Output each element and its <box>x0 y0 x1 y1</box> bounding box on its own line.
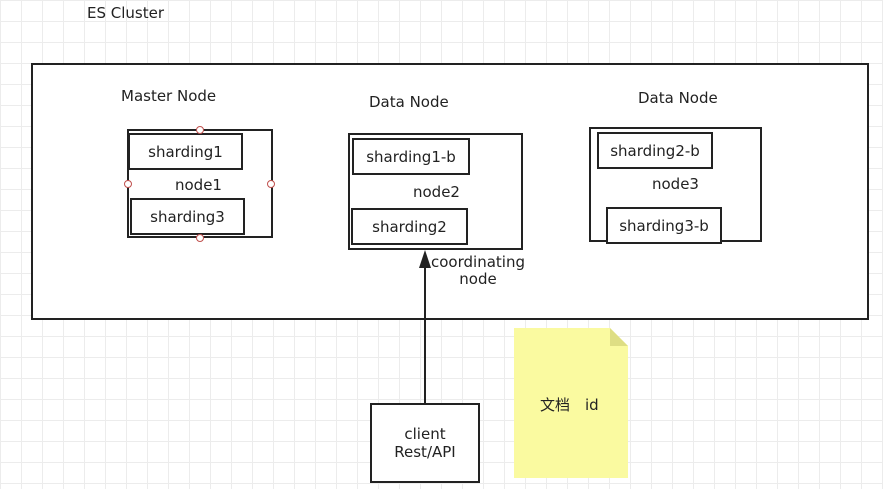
node1-shard-sharding1[interactable]: sharding1 <box>128 133 243 170</box>
note-body <box>514 328 628 478</box>
client-line2: Rest/API <box>394 443 456 461</box>
node2-shard-sharding2[interactable]: sharding2 <box>351 208 468 245</box>
selection-handle[interactable] <box>267 180 275 188</box>
data-node-label-3: Data Node <box>638 89 718 107</box>
node3-shard-sharding3-b[interactable]: sharding3-b <box>606 207 722 244</box>
node3-name: node3 <box>652 175 699 193</box>
node1-shard-sharding3[interactable]: sharding3 <box>130 198 245 235</box>
node3-shard-sharding2-b[interactable]: sharding2-b <box>597 132 713 169</box>
arrowhead-icon <box>419 250 431 268</box>
node2-name: node2 <box>413 183 460 201</box>
node1-name: node1 <box>175 176 222 194</box>
client-line1: client <box>404 425 446 443</box>
cluster-title: ES Cluster <box>87 4 165 22</box>
selection-handle[interactable] <box>124 180 132 188</box>
master-node-label: Master Node <box>121 87 217 105</box>
coordinating-line2: node <box>459 270 497 288</box>
selection-handle[interactable] <box>196 126 204 134</box>
note-text: 文档 id <box>540 396 599 414</box>
selection-handle[interactable] <box>196 234 204 242</box>
node2-shard-sharding1-b[interactable]: sharding1-b <box>352 138 470 175</box>
coordinating-node-label: coordinating node <box>428 254 528 288</box>
coordinating-line1: coordinating <box>431 253 525 271</box>
client-box[interactable]: client Rest/API <box>370 403 480 483</box>
note-fold-icon <box>610 328 628 346</box>
data-node-label-2: Data Node <box>369 93 449 111</box>
